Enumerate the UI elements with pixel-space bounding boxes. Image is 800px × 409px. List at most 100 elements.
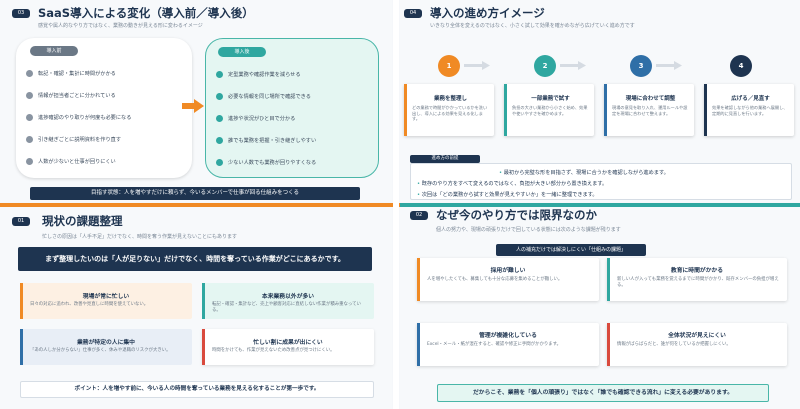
step-title: 現場に合わせて調整 — [625, 96, 676, 102]
section-before-after: 03 SaaS導入による変化（導入前／導入後） 感覚や属人的なやり方ではなく、業… — [0, 0, 392, 202]
check-icon — [216, 137, 223, 144]
section-subtitle: 個人の努力や、現場の頑張りだけで回している状態には次のような課題が残ります — [436, 227, 621, 233]
structural-issue-tag: 人の補充だけでは解決しにくい「仕組みの課題」 — [496, 244, 646, 256]
limit-desc: 情報がばらばらだと、誰が何をしているか把握しにくい。 — [617, 342, 731, 347]
conclusion-box: だからこそ、業務を「個人の頑張り」ではなく「誰でも確認できる流れ」に変える必要が… — [437, 384, 769, 402]
before-label: 導入前 — [30, 46, 78, 56]
after-item-text: 進捗や状況がひと目で分かる — [228, 116, 296, 122]
divider — [393, 0, 399, 409]
step-card: 業務を整理し どの業務で時間がかかっているかを洗い出し、導入による効果を見える化… — [404, 84, 494, 136]
step-card: 広げる／見直す 効果を確認しながら他の業務へ展開し、定期的に見直しを行います。 — [704, 84, 794, 136]
after-item: 必要な情報を同じ場所で確認できる — [216, 93, 311, 100]
bullet-icon — [26, 114, 33, 121]
bullet-icon — [26, 158, 33, 165]
section-title: 現状の課題整理 — [42, 214, 123, 228]
issue-title: 現場が常に忙しい — [82, 294, 130, 300]
premise-line: • 次回は「どの業務から試すと効果が見えやすいか」を一緒に整理できます。 — [417, 192, 598, 198]
check-icon — [216, 71, 223, 78]
section-title: 導入の進め方イメージ — [430, 6, 545, 20]
step-card: 現場に合わせて調整 現場の意見を取り入れ、運用ルールや設定を現場に合わせて整えま… — [604, 84, 694, 136]
after-item: 定型業務や確認作業を減らせる — [216, 71, 301, 78]
section-current-issues: 01 現状の課題整理 忙しさの原因は「人手不足」だけでなく、時間を奪う作業が見え… — [0, 207, 392, 409]
step-desc: 効果を確認しながら他の業務へ展開し、定期的に見直しを行います。 — [712, 105, 788, 116]
limit-card: 採用が難しい 人を増やしたくても、募集しても十分な応募を集めることが難しい。 — [417, 258, 599, 301]
issue-title: 業務が特定の人に集中 — [77, 340, 135, 346]
premise-line: • 既存のやり方をすべて変えるのではなく、負担が大きい部分から置き換えます。 — [417, 181, 608, 187]
after-item-text: 定型業務や確認作業を減らせる — [228, 72, 301, 78]
limit-card: 管理が複雑化している Excel・メール・紙が混在すると、確認や修正に手間がかか… — [417, 323, 599, 366]
before-panel: 導入前 転記・確認・集計に時間がかかる 情報が担当者ごとに分かれている 進捗確認… — [16, 38, 192, 178]
before-item: 進捗確認のやり取りが何度も必要になる — [26, 114, 131, 121]
step-number: 1 — [438, 55, 460, 77]
issue-card: 本来業務以外が多い 転記・確認・集計など、売上や顧客対応に直結しない作業が積み重… — [202, 283, 374, 319]
arrow-right-icon — [464, 61, 490, 70]
after-item-text: 誰でも業務を把握・引き継ぎしやすい — [228, 138, 317, 144]
check-icon — [216, 159, 223, 166]
premise-box: • 最初から完璧な形を目指さず、現場に合うかを確認しながら進めます。 • 既存の… — [410, 163, 792, 200]
premise-line: • 最初から完璧な形を目指さず、現場に合うかを確認しながら進めます。 — [499, 170, 669, 176]
premise-tag: 進め方の前提 — [410, 155, 480, 163]
limit-title: 採用が難しい — [490, 268, 526, 274]
section-badge: 04 — [404, 9, 422, 18]
section-title: SaaS導入による変化（導入前／導入後） — [38, 6, 254, 20]
limit-desc: 人を増やしたくても、募集しても十分な応募を集めることが難しい。 — [427, 277, 563, 282]
section-subtitle: 忙しさの原因は「人手不足」だけでなく、時間を奪う作業が見えないことにもあります — [42, 234, 238, 240]
bullet-icon — [26, 136, 33, 143]
key-banner: まず整理したいのは「人が足りない」だけでなく、時間を奪っている作業がどこにあるか… — [18, 247, 372, 271]
before-item: 情報が担当者ごとに分かれている — [26, 92, 116, 99]
issue-title: 忙しい割に成果が出にくい — [253, 340, 323, 346]
check-icon — [216, 115, 223, 122]
section-title: なぜ今のやり方では限界なのか — [436, 208, 597, 222]
section-subtitle: いきなり全体を変えるのではなく、小さく試して効果を確かめながら広げていく進め方で… — [430, 23, 635, 29]
section-badge: 03 — [12, 9, 30, 18]
issue-desc: 「あの人しか分からない」仕事が多く、休みや退職のリスクが大きい。 — [30, 348, 171, 353]
step-desc: 負担の大きい業務から小さく始め、効果や使いやすさを確かめます。 — [512, 105, 588, 116]
after-item: 誰でも業務を把握・引き継ぎしやすい — [216, 137, 316, 144]
section-badge: 01 — [12, 217, 30, 226]
section-limits: 02 なぜ今のやり方では限界なのか 個人の努力や、現場の頑張りだけで回している状… — [400, 207, 800, 409]
issue-card: 業務が特定の人に集中 「あの人しか分からない」仕事が多く、休みや退職のリスクが大… — [20, 329, 192, 365]
issue-card: 現場が常に忙しい 日々の対応に追われ、改善や見直しに時間を使えていない。 — [20, 283, 192, 319]
step-title: 一部業務で試す — [531, 96, 570, 102]
goal-bar: 目指す状態：人を増やすだけに頼らず、今いるメンバーで仕事が回る仕組みをつくる — [30, 187, 360, 200]
arrow-right-icon — [656, 61, 682, 70]
before-item-text: 引き継ぎごとに説明資料を作り直す — [38, 137, 122, 143]
after-item-text: 必要な情報を同じ場所で確認できる — [228, 94, 311, 100]
after-item: 少ない人数でも業務が回りやすくなる — [216, 159, 316, 166]
after-item: 進捗や状況がひと目で分かる — [216, 115, 295, 122]
before-item: 人数が少ないと仕事が回りにくい — [26, 158, 116, 165]
before-item-text: 進捗確認のやり取りが何度も必要になる — [38, 115, 132, 121]
limit-desc: Excel・メール・紙が混在すると、確認や修正に手間がかかります。 — [427, 342, 561, 347]
limit-card: 全体状況が見えにくい 情報がばらばらだと、誰が何をしているか把握しにくい。 — [607, 323, 787, 366]
arrow-right-icon — [182, 99, 204, 113]
step-number: 4 — [730, 55, 752, 77]
check-icon — [216, 93, 223, 100]
section-badge: 02 — [410, 211, 428, 220]
after-panel: 導入後 定型業務や確認作業を減らせる 必要な情報を同じ場所で確認できる 進捗や状… — [205, 38, 379, 178]
limit-card: 教育に時間がかかる 新しい人が入っても業務を覚えるまでに時間がかかり、既存メンバ… — [607, 258, 787, 301]
issue-desc: 時間をかけても、作業が見えないため改善点が見つけにくい。 — [212, 348, 335, 353]
arrow-right-icon — [560, 61, 586, 70]
step-title: 業務を整理し — [433, 96, 467, 102]
step-card: 一部業務で試す 負担の大きい業務から小さく始め、効果や使いやすさを確かめます。 — [504, 84, 594, 136]
section-rollout-steps: 04 導入の進め方イメージ いきなり全体を変えるのではなく、小さく試して効果を確… — [400, 0, 800, 202]
bullet-icon — [26, 92, 33, 99]
step-desc: 現場の意見を取り入れ、運用ルールや設定を現場に合わせて整えます。 — [612, 105, 688, 116]
after-item-text: 少ない人数でも業務が回りやすくなる — [228, 160, 317, 166]
limit-title: 教育に時間がかかる — [670, 268, 724, 274]
before-item-text: 転記・確認・集計に時間がかかる — [38, 71, 116, 77]
issue-desc: 日々の対応に追われ、改善や見直しに時間を使えていない。 — [30, 302, 149, 307]
step-desc: どの業務で時間がかかっているかを洗い出し、導入による効果を見える化します。 — [412, 105, 488, 121]
limit-desc: 新しい人が入っても業務を覚えるまでに時間がかかり、既存メンバーの負担が増える。 — [617, 277, 779, 288]
step-title: 広げる／見直す — [731, 96, 770, 102]
before-item: 引き継ぎごとに説明資料を作り直す — [26, 136, 121, 143]
section-subtitle: 感覚や属人的なやり方ではなく、業務の動きが見える形に変わるイメージ — [38, 23, 203, 29]
before-item-text: 人数が少ないと仕事が回りにくい — [38, 159, 116, 165]
bullet-icon — [26, 70, 33, 77]
step-number: 3 — [630, 55, 652, 77]
before-item-text: 情報が担当者ごとに分かれている — [38, 93, 116, 99]
step-number: 2 — [534, 55, 556, 77]
issue-card: 忙しい割に成果が出にくい 時間をかけても、作業が見えないため改善点が見つけにくい… — [202, 329, 374, 365]
issue-title: 本来業務以外が多い — [261, 294, 315, 300]
